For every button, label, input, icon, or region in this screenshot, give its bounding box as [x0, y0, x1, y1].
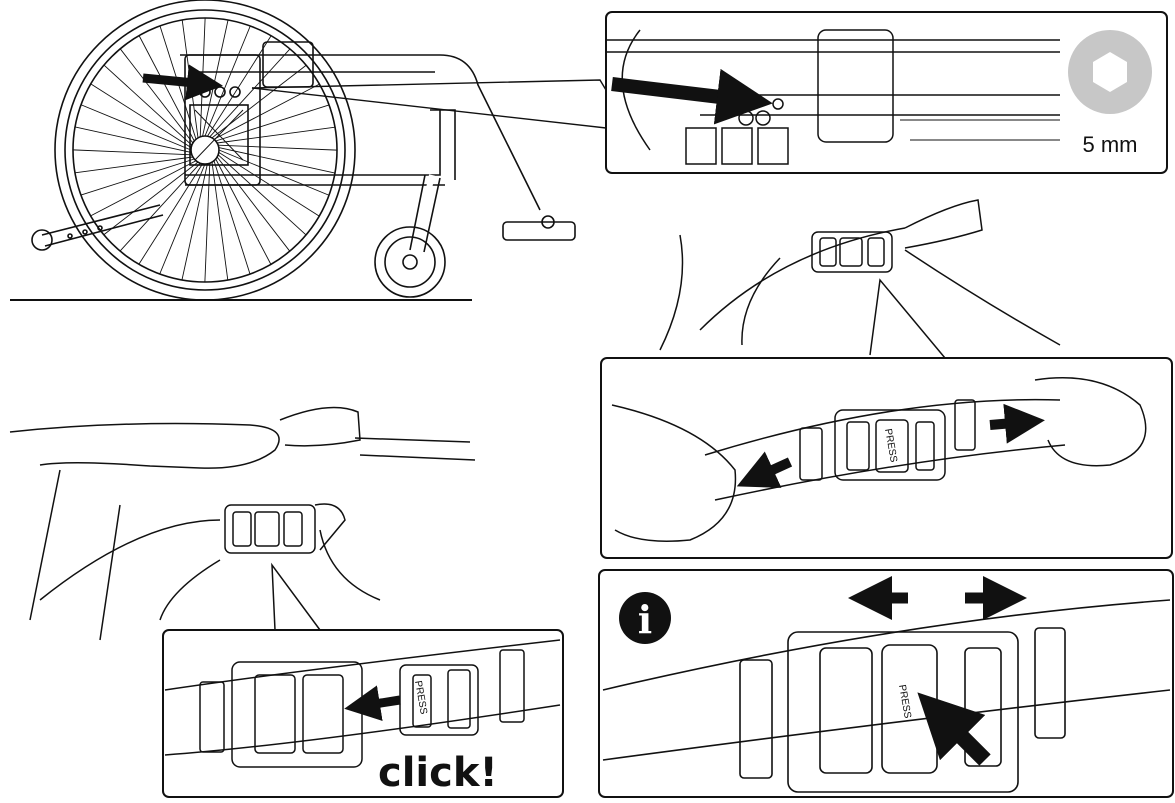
frame — [180, 42, 540, 210]
callout-pointer-left — [272, 565, 320, 630]
wheel-spoke — [73, 150, 192, 155]
wheel-spoke — [218, 145, 337, 150]
wheel-spoke — [205, 163, 210, 282]
wheel-spoke — [210, 49, 290, 137]
wheel-spoke — [205, 26, 250, 136]
bolt-pointer-arrow — [143, 78, 205, 84]
hex-key-icon — [1068, 30, 1152, 114]
callout-pointer-right — [870, 280, 945, 358]
info-detail-panel: i PRESS — [599, 570, 1173, 797]
insert-arrow — [362, 700, 400, 706]
hex-key-size-label: 5 mm — [1083, 132, 1138, 157]
wheel-spoke — [218, 155, 306, 235]
caster-fork-and-wheel — [375, 175, 445, 297]
pull-right-arrow — [990, 422, 1025, 425]
fastening-detail-panel: PRESS click! — [163, 630, 563, 797]
wheel-spoke — [207, 36, 271, 136]
wheel-spoke — [200, 18, 205, 137]
wheel-spoke — [219, 148, 335, 173]
belt-overview-top-right — [660, 200, 1060, 350]
belt-overview-left — [10, 408, 475, 641]
wheel-spoke — [160, 164, 205, 274]
wheel-spoke — [91, 84, 191, 148]
click-sound-label: click! — [378, 750, 498, 796]
wheelchair-side-view — [10, 0, 575, 300]
release-detail-panel: PRESS — [601, 358, 1172, 558]
info-icon: i — [619, 592, 671, 644]
wheel-spoke — [120, 163, 200, 251]
anti-tipper — [32, 205, 163, 250]
wheel-spoke — [75, 127, 191, 152]
wheel-spoke — [203, 20, 228, 136]
info-glyph: i — [638, 597, 652, 642]
zoom-leader-lines — [252, 80, 606, 128]
wheel-spoke — [139, 164, 203, 264]
bolt-detail-inset: 5 mm — [606, 12, 1167, 173]
wheel-spoke — [81, 105, 191, 150]
footrest — [503, 216, 575, 240]
wheel-spoke — [219, 150, 329, 195]
